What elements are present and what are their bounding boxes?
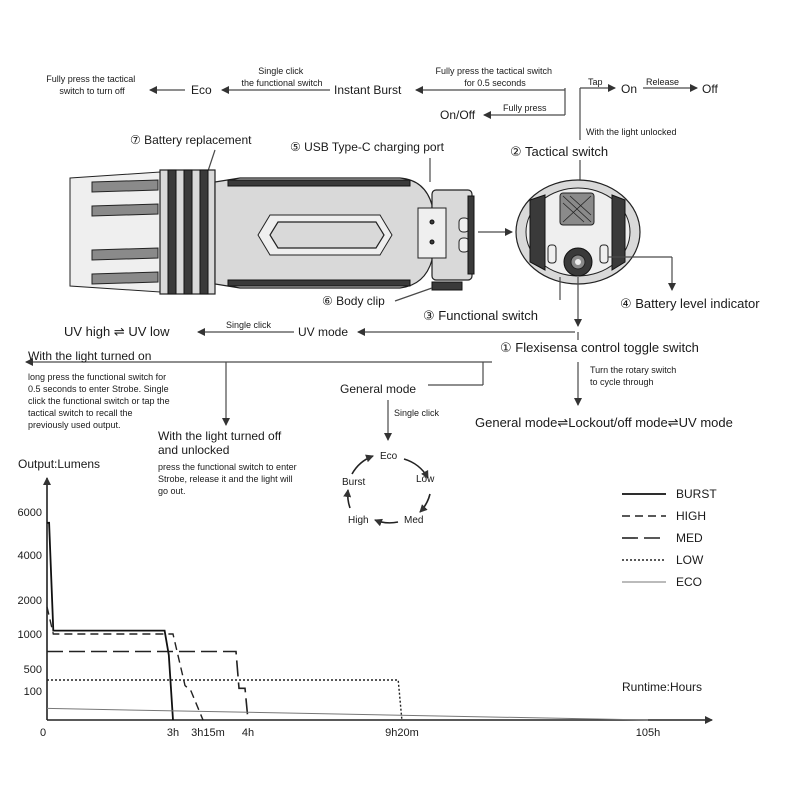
x-tick-label: 4h xyxy=(242,727,254,739)
cycle-high: High xyxy=(348,515,369,526)
uv-single-click: Single click xyxy=(226,320,272,330)
y-tick-label: 2000 xyxy=(18,595,42,607)
light-on-description: long press the functional switch for 0.5… xyxy=(28,372,172,430)
y-tick-label: 6000 xyxy=(18,507,42,519)
runtime-chart: Output:Lumens Runtime:Hours 6000 4000 2000… xyxy=(18,457,718,739)
cycle-burst: Burst xyxy=(342,477,366,488)
eco-label: Eco xyxy=(191,83,212,97)
series-high-line xyxy=(46,606,204,721)
on-label: On xyxy=(621,82,637,96)
x-tick-label: 3h xyxy=(167,727,179,739)
general-single-click: Single click xyxy=(394,408,440,418)
tactical-switch-label: ② Tactical switch xyxy=(510,144,608,159)
tap-label: Tap xyxy=(588,77,603,87)
on-off-label: On/Off xyxy=(440,108,476,122)
cycle-med: Med xyxy=(404,515,423,526)
chart-series xyxy=(46,521,649,721)
y-tick-label: 4000 xyxy=(18,550,42,562)
cycle-low: Low xyxy=(416,474,435,485)
legend-label-burst: BURST xyxy=(676,487,717,501)
off-label: Off xyxy=(702,82,718,96)
mode-cycle-line: General mode⇌Lockout/off mode⇌UV mode xyxy=(475,415,733,430)
legend-label-high: HIGH xyxy=(676,509,706,523)
x-tick-label: 9h20m xyxy=(385,727,419,739)
light-off-description: press the functional switch to enter Str… xyxy=(158,462,299,496)
rotary-note: Turn the rotary switch to cycle through xyxy=(590,365,679,387)
battery-level-label: ④ Battery level indicator xyxy=(620,296,760,311)
battery-replacement-label: ⑦ Battery replacement xyxy=(130,133,252,147)
general-mode-label: General mode xyxy=(340,382,416,396)
cycle-eco: Eco xyxy=(380,451,398,462)
flashlight-rear-view xyxy=(515,179,641,285)
chart-xlabel: Runtime:Hours xyxy=(622,680,702,694)
uv-mode-label: UV mode xyxy=(298,325,348,339)
single-click-note: Single click the functional switch xyxy=(241,66,322,88)
x-tick-label: 0 xyxy=(40,727,46,739)
functional-switch-label: ③ Functional switch xyxy=(423,308,538,323)
flexisensa-label: ① Flexisensa control toggle switch xyxy=(500,340,699,355)
x-tick-label: 105h xyxy=(636,727,660,739)
y-tick-label: 100 xyxy=(24,686,42,698)
legend-label-med: MED xyxy=(676,531,703,545)
series-med-line xyxy=(47,650,249,721)
light-on-title: With the light turned on xyxy=(28,349,151,363)
instant-burst-label: Instant Burst xyxy=(334,83,402,97)
chart-ylabel: Output:Lumens xyxy=(18,457,100,471)
legend-label-low: LOW xyxy=(676,553,704,567)
flashlight-side-view xyxy=(69,169,513,295)
uv-high-low: UV high ⇌ UV low xyxy=(64,324,170,339)
fully-press-label: Fully press xyxy=(503,103,547,113)
x-tick-label: 3h15m xyxy=(191,727,225,739)
y-tick-label: 500 xyxy=(24,664,42,676)
series-eco-line xyxy=(46,707,649,721)
turn-off-note: Fully press the tactical switch to turn … xyxy=(46,74,138,96)
legend-label-eco: ECO xyxy=(676,575,702,589)
mode-cycle: Eco Low Med High Burst xyxy=(342,451,435,527)
usb-port-label: ⑤ USB Type-C charging port xyxy=(290,140,445,154)
half-second-note: Fully press the tactical switch for 0.5 … xyxy=(435,66,554,88)
release-label: Release xyxy=(646,77,679,87)
body-clip-label: ⑥ Body clip xyxy=(322,294,385,308)
light-off-title: With the light turned off and unlocked xyxy=(158,429,285,457)
x-ticks: 0 3h 3h15m 4h 9h20m 105h xyxy=(40,727,660,739)
y-ticks: 6000 4000 2000 1000 500 100 xyxy=(18,507,42,698)
series-burst-line xyxy=(47,521,174,721)
chart-legend: BURST HIGH MED LOW ECO xyxy=(622,487,717,589)
series-low-line xyxy=(47,679,403,721)
y-tick-label: 1000 xyxy=(18,629,42,641)
unlocked-note: With the light unlocked xyxy=(586,127,677,137)
top-flow: Fully press the tactical switch to turn … xyxy=(46,66,718,140)
